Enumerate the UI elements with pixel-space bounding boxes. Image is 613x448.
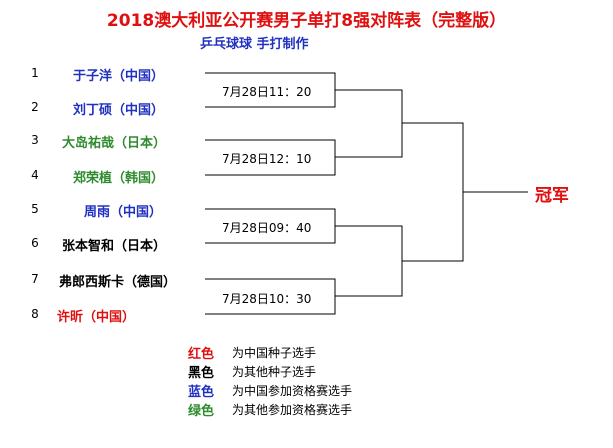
seed-number: 4 (31, 168, 39, 182)
seed-number: 1 (31, 66, 39, 80)
match-time: 7月28日10：30 (222, 292, 312, 306)
match-time: 7月28日12：10 (222, 152, 312, 166)
seed-number: 8 (31, 307, 39, 321)
legend-key: 红色 (188, 347, 215, 362)
legend-text: 为中国种子选手 (232, 346, 317, 360)
champion-label: 冠军 (535, 186, 569, 206)
seed-number: 3 (31, 133, 39, 147)
seed-number: 5 (31, 202, 39, 216)
player-name: 于子洋（中国） (73, 69, 165, 84)
player-name: 大岛祐哉（日本） (62, 136, 167, 151)
legend-key: 黑色 (188, 366, 215, 381)
legend-text: 为其他种子选手 (232, 365, 317, 379)
player-name: 许昕（中国） (57, 310, 136, 325)
legend-key: 蓝色 (188, 385, 215, 400)
bracket-line-semi-2 (335, 225, 403, 297)
player-name: 张本智和（日本） (62, 239, 167, 254)
bracket-line-semi-1 (335, 89, 403, 158)
player-name: 刘丁硕（中国） (73, 103, 165, 118)
match-time: 7月28日09：40 (222, 221, 312, 235)
legend-text: 为其他参加资格赛选手 (232, 403, 353, 417)
player-name: 周雨（中国） (84, 205, 163, 220)
seed-number: 6 (31, 236, 39, 250)
bracket-line-final (402, 122, 464, 262)
player-name: 弗郎西斯卡（德国） (59, 275, 177, 290)
match-time: 7月28日11：20 (222, 85, 312, 99)
page-subtitle: 乒乓球球 手打制作 (200, 37, 309, 52)
seed-number: 2 (31, 100, 39, 114)
player-name: 郑荣植（韩国） (73, 171, 165, 186)
page-title: 2018澳大利亚公开赛男子单打8强对阵表（完整版） (106, 11, 507, 31)
legend-key: 绿色 (188, 404, 215, 419)
legend-text: 为中国参加资格赛选手 (232, 384, 353, 398)
seed-number: 7 (31, 272, 39, 286)
